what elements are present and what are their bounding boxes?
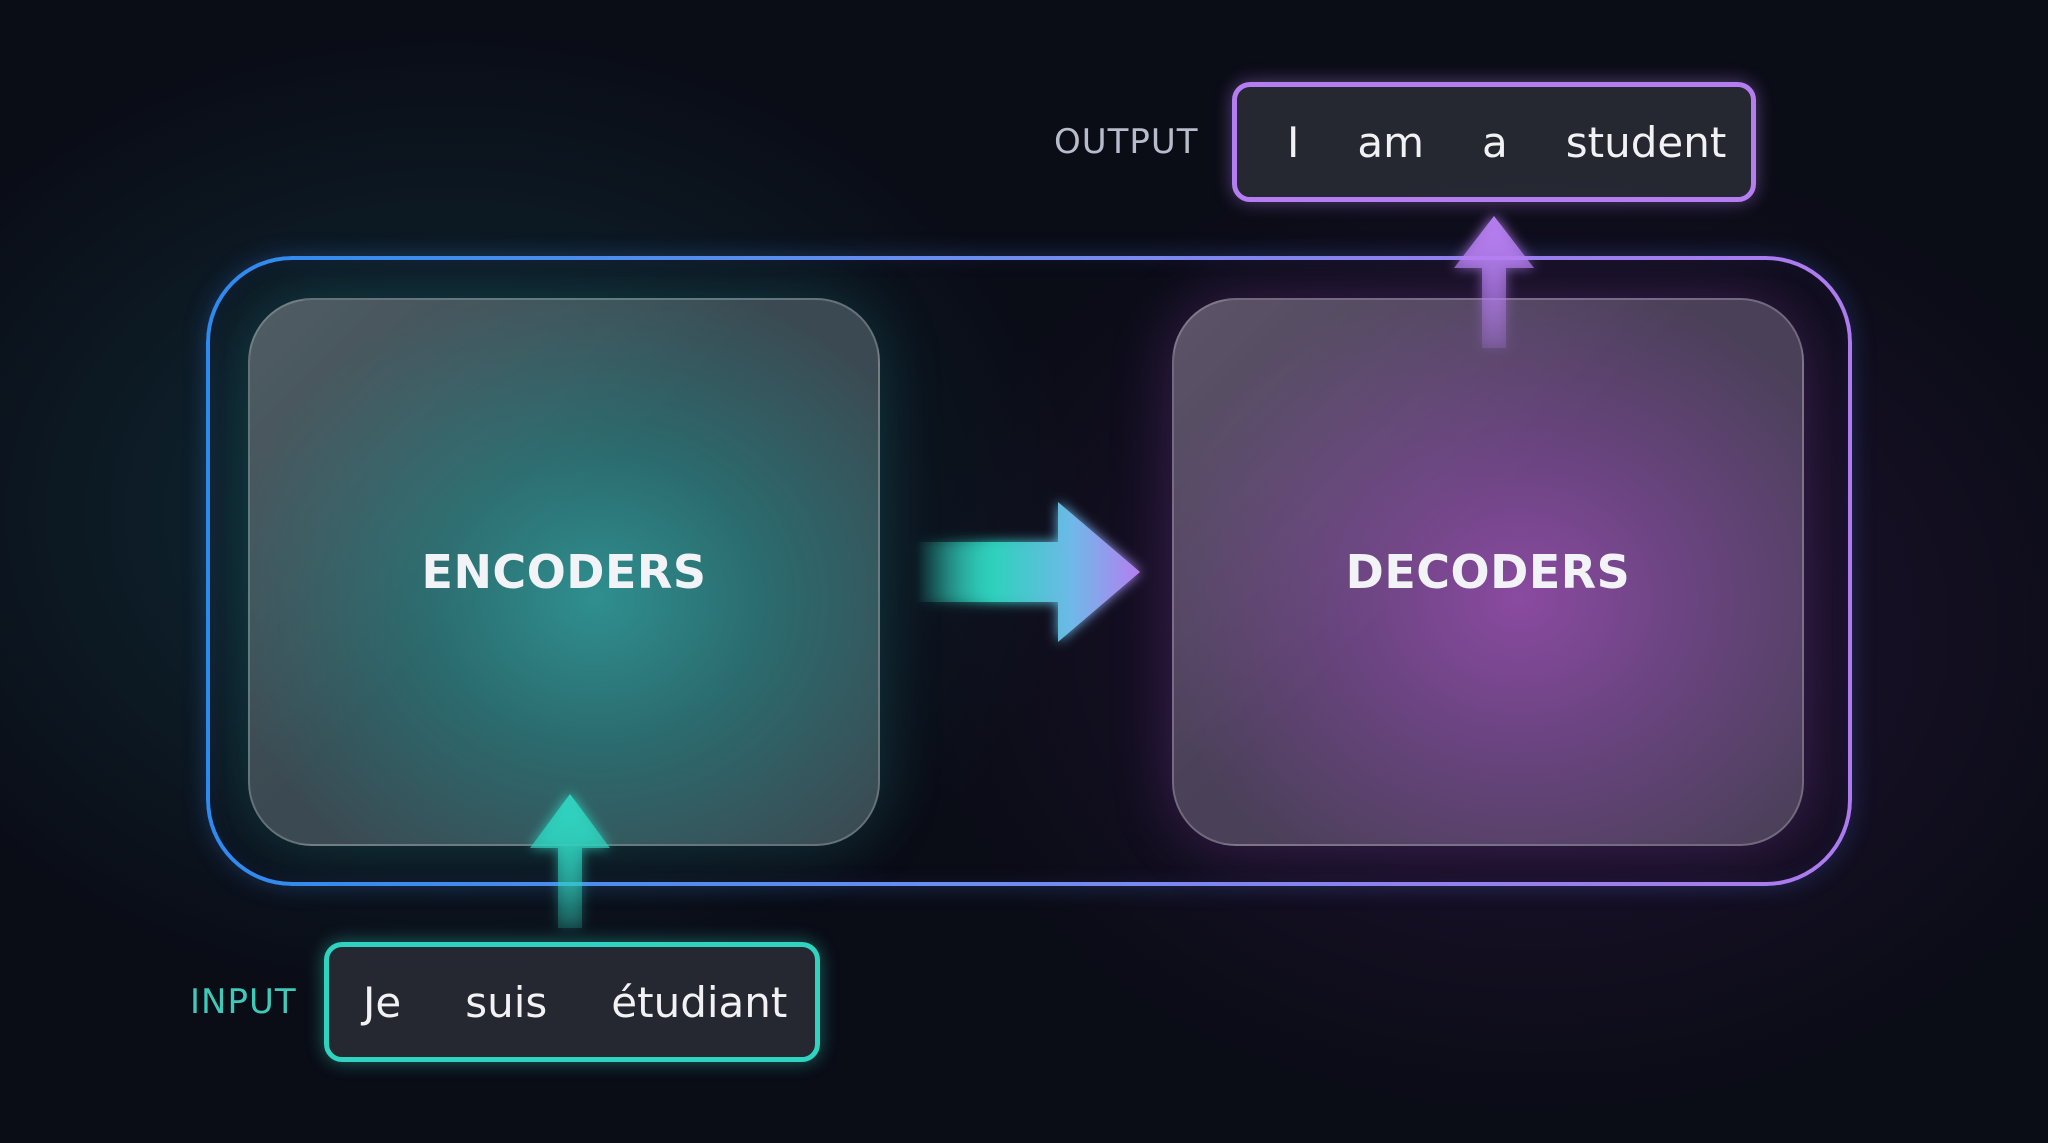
encoders-block: ENCODERS <box>248 298 880 846</box>
input-token-box: Je suis étudiant <box>324 942 820 1062</box>
output-token-box: I am a student <box>1232 82 1756 202</box>
input-label: INPUT <box>190 982 297 1022</box>
output-token: I <box>1287 117 1300 167</box>
output-token: am <box>1357 117 1425 167</box>
input-token: étudiant <box>611 977 788 1027</box>
decoders-label: DECODERS <box>1345 545 1631 599</box>
input-token: suis <box>465 977 548 1027</box>
output-label: OUTPUT <box>1054 122 1199 162</box>
input-token: Je <box>363 977 402 1027</box>
output-token: a <box>1482 117 1508 167</box>
encoders-label: ENCODERS <box>421 545 707 599</box>
decoders-block: DECODERS <box>1172 298 1804 846</box>
output-token: student <box>1565 117 1727 167</box>
